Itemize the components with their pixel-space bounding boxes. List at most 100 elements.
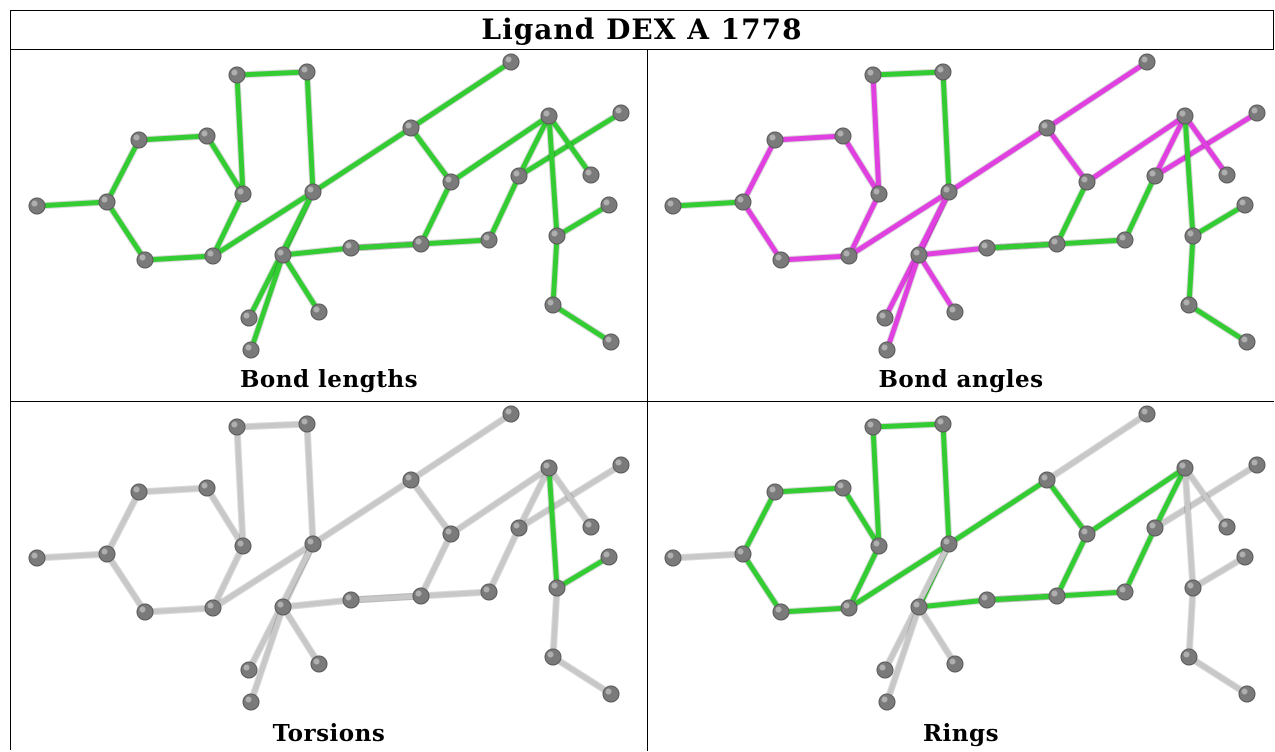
- atom-highlight: [505, 56, 512, 63]
- atom-sphere: [1176, 107, 1194, 125]
- atom-highlight: [483, 586, 490, 593]
- atom: [228, 418, 246, 436]
- bond-green: [310, 125, 414, 195]
- report-title: Ligand DEX A 1778: [11, 11, 1273, 50]
- atom-sphere: [240, 661, 258, 679]
- atom-highlight: [943, 538, 950, 545]
- ligand-report-frame: Ligand DEX A 1778 Bond lengths Bond angl…: [10, 10, 1274, 751]
- bond-green: [740, 489, 778, 557]
- atom-highlight: [1081, 176, 1088, 183]
- atom-highlight: [133, 134, 140, 141]
- atom-highlight: [1187, 582, 1194, 589]
- atom: [98, 545, 116, 563]
- atom-highlight: [585, 521, 592, 528]
- bond-green: [1122, 525, 1158, 595]
- atom-sphere: [876, 309, 894, 327]
- bond-grey: [142, 605, 216, 615]
- atom: [582, 166, 600, 184]
- bond-magenta: [946, 125, 1050, 195]
- atom-highlight: [547, 299, 554, 306]
- bond-grey: [304, 421, 316, 547]
- bond-grey: [210, 543, 246, 611]
- atom-sphere: [1238, 685, 1256, 703]
- atom-highlight: [1183, 651, 1190, 658]
- atom-highlight: [543, 462, 550, 469]
- bond-green: [234, 72, 246, 197]
- bond-green: [546, 113, 594, 178]
- atom-sphere: [304, 183, 322, 201]
- atom: [234, 537, 252, 555]
- atom-highlight: [345, 242, 352, 249]
- atom: [978, 591, 996, 609]
- atom: [1180, 296, 1198, 314]
- atom-sphere: [934, 63, 952, 81]
- atom-sphere: [510, 167, 528, 185]
- bond-green: [870, 69, 946, 78]
- atom: [1078, 525, 1096, 543]
- atom-sphere: [1248, 456, 1266, 474]
- atom-sphere: [878, 341, 896, 359]
- atom: [864, 66, 882, 84]
- atom: [1116, 231, 1134, 249]
- atom-sphere: [612, 456, 630, 474]
- atom-highlight: [603, 551, 610, 558]
- molecule-bond-angles: [664, 53, 1266, 359]
- atom-sphere: [910, 246, 928, 264]
- bond-green: [740, 551, 784, 615]
- atom-sphere: [602, 333, 620, 351]
- atom: [242, 693, 260, 711]
- bond-grey: [1186, 585, 1196, 660]
- atom: [480, 583, 498, 601]
- atom-highlight: [551, 230, 558, 237]
- bond-green: [940, 69, 952, 195]
- atom: [864, 418, 882, 436]
- atom-sphere: [1218, 518, 1236, 536]
- atom-highlight: [201, 482, 208, 489]
- atom-sphere: [734, 545, 752, 563]
- bond-grey: [1190, 554, 1248, 591]
- atom-sphere: [342, 239, 360, 257]
- atom-highlight: [913, 601, 920, 608]
- atom-sphere: [304, 535, 322, 553]
- atom-highlight: [31, 200, 38, 207]
- atom: [664, 549, 682, 567]
- atom-sphere: [234, 537, 252, 555]
- atom-sphere: [204, 247, 222, 265]
- atom-sphere: [766, 131, 784, 149]
- atom-highlight: [139, 606, 146, 613]
- atom: [540, 459, 558, 477]
- atom: [342, 591, 360, 609]
- atom: [310, 303, 328, 321]
- atom-sphere: [1078, 525, 1096, 543]
- atom: [612, 456, 630, 474]
- bond-grey: [136, 485, 210, 495]
- atom: [870, 185, 888, 203]
- atom-highlight: [101, 196, 108, 203]
- atom-highlight: [837, 130, 844, 137]
- atom-sphere: [412, 587, 430, 605]
- bond-grey: [486, 525, 522, 595]
- atom: [834, 127, 852, 145]
- atom-sphere: [870, 537, 888, 555]
- bond-green: [104, 199, 148, 263]
- atom: [612, 104, 630, 122]
- atom-sphere: [198, 127, 216, 145]
- caption-rings: Rings: [922, 720, 1000, 747]
- atom: [878, 693, 896, 711]
- atom: [240, 661, 258, 679]
- bond-green: [846, 541, 952, 611]
- atom: [1078, 173, 1096, 191]
- atom-highlight: [245, 696, 252, 703]
- atom-sphere: [600, 548, 618, 566]
- atom: [602, 685, 620, 703]
- atom-sphere: [242, 693, 260, 711]
- atom-sphere: [442, 173, 460, 191]
- atom-highlight: [1141, 56, 1148, 63]
- atom: [1038, 119, 1056, 137]
- atom-sphere: [502, 405, 520, 423]
- bond-green: [408, 59, 514, 131]
- atom-sphere: [502, 53, 520, 71]
- bond-grey: [280, 604, 322, 667]
- atom: [1138, 53, 1156, 71]
- bond-grey: [516, 465, 552, 531]
